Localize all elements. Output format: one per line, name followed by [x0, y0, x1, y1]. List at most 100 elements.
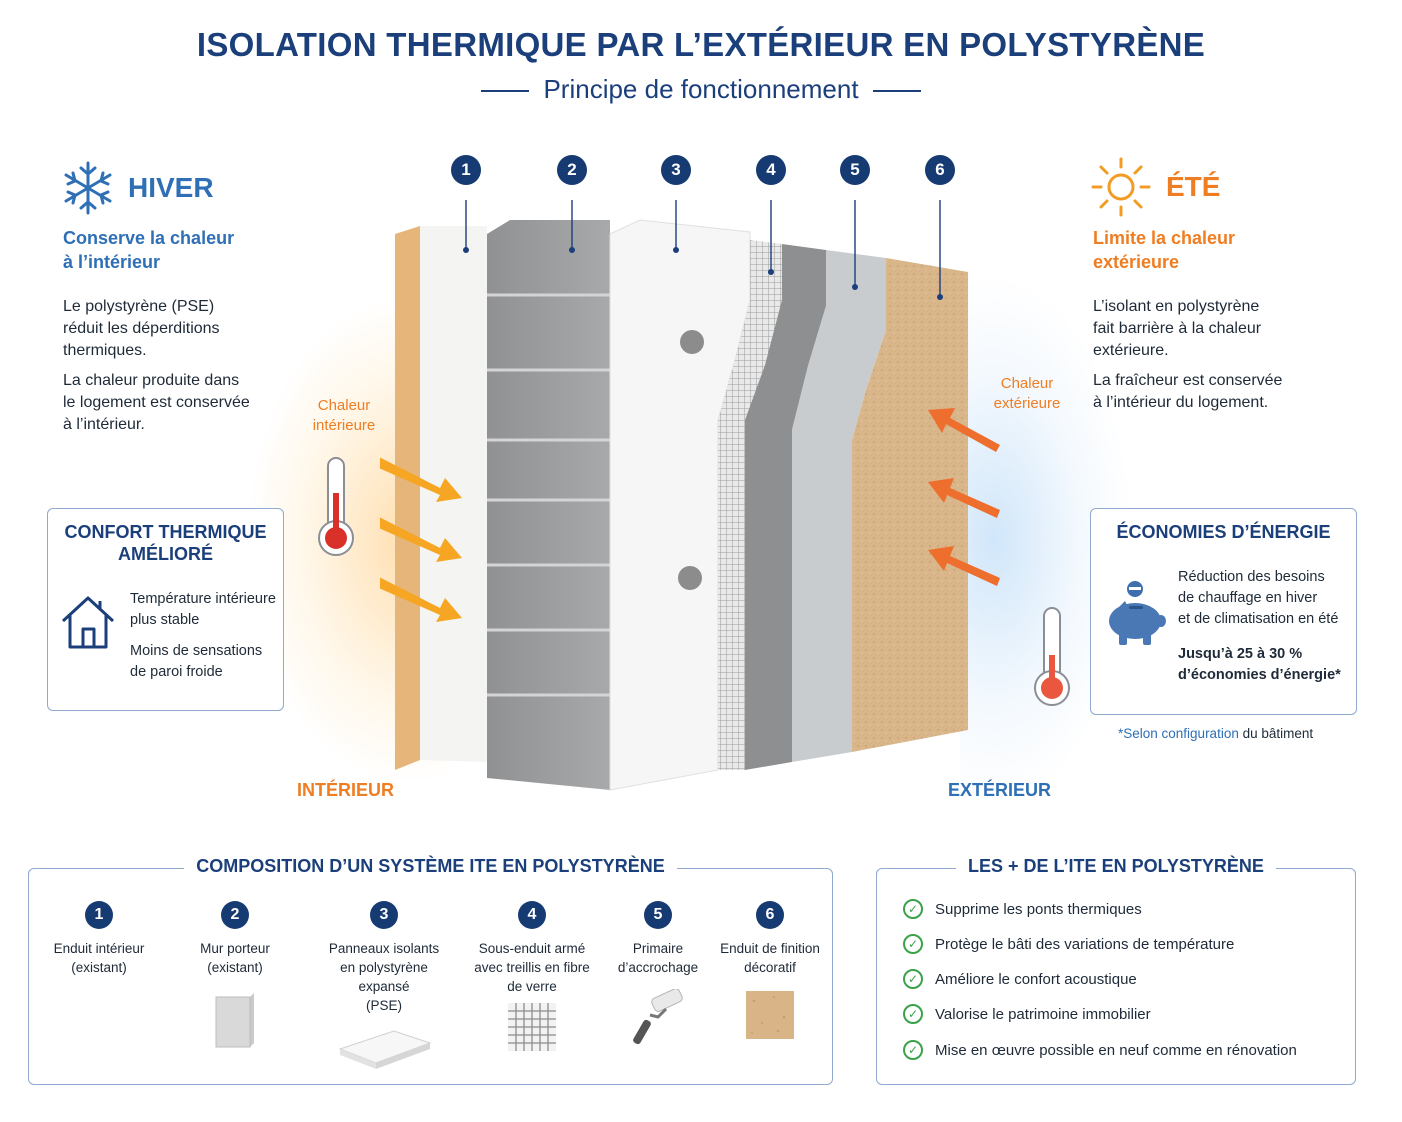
layer-1-plaster-edge — [395, 226, 420, 770]
summer-text-1a: L’isolant en polystyrène — [1093, 298, 1260, 315]
comp-number-3: 3 — [370, 901, 398, 929]
winter-text-2b: le logement est conservée — [63, 394, 250, 411]
subtitle-text: Principe de fonctionnement — [543, 74, 859, 104]
layer-2-masonry — [487, 220, 610, 790]
comp-number-4: 4 — [518, 901, 546, 929]
energy-highlight-2: d’économies d’énergie* — [1178, 667, 1341, 683]
eps-board-icon — [338, 1030, 432, 1069]
check-icon: ✓ — [903, 899, 923, 919]
comfort-item-1b: plus stable — [130, 612, 200, 628]
summer-text-2a: La fraîcheur est conservée — [1093, 372, 1283, 389]
comp-label-4c: de verre — [507, 979, 557, 994]
comp-label-6a: Enduit de finition — [720, 941, 820, 956]
subtitle-rule-right — [872, 90, 921, 93]
comfort-title-2: AMÉLIORÉ — [117, 544, 213, 564]
winter-text-1b: réduit les déperditions — [63, 320, 220, 337]
summer-text: L’isolant en polystyrène fait barrière à … — [1093, 296, 1323, 422]
comp-item-4: 4 Sous-enduit armé avec treillis en fibre… — [462, 901, 602, 1059]
comp-label-1a: Enduit intérieur — [53, 941, 145, 956]
paint-roller-icon — [633, 988, 683, 1045]
summer-text-1b: fait barrière à la chaleur — [1093, 320, 1262, 337]
wall-number-4: 4 — [756, 155, 786, 185]
wall-number-5: 5 — [840, 155, 870, 185]
winter-subtitle-line-2: à l’intérieur — [63, 252, 161, 272]
comp-item-3: 3 Panneaux isolants en polystyrène expans… — [314, 901, 454, 1076]
check-icon: ✓ — [903, 969, 923, 989]
interior-label: INTÉRIEUR — [297, 780, 395, 800]
piggy-bank-icon — [1109, 581, 1166, 645]
winter-title: HIVER — [128, 172, 214, 203]
wall-number-2: 2 — [557, 155, 587, 185]
advantage-row-3: ✓ Améliore le confort acoustique — [903, 969, 1137, 989]
layer-5-primer — [792, 250, 886, 762]
finish-sample-icon — [746, 991, 794, 1039]
house-icon — [61, 596, 115, 649]
advantage-text-1: Supprime les ponts thermiques — [935, 900, 1142, 918]
comp-label-6b: décoratif — [744, 960, 796, 975]
comfort-item-2: Moins de sensations de paroi froide — [130, 641, 280, 683]
advantage-row-2: ✓ Protège le bâti des variations de tempé… — [903, 934, 1234, 954]
advantage-row-4: ✓ Valorise le patrimoine immobilier — [903, 1004, 1151, 1024]
snowflake-icon — [64, 161, 112, 215]
advantages-title: LES + DE L’ITE EN POLYSTYRÈNE — [956, 856, 1276, 876]
composition-title-wrap: COMPOSITION D’UN SYSTÈME ITE EN POLYSTYR… — [29, 856, 832, 877]
comp-label-5a: Primaire — [632, 941, 684, 956]
comp-label-2a: Mur porteur — [200, 941, 270, 956]
footnote-part-1: *Selon configuration — [1118, 726, 1239, 741]
comp-item-1: 1 Enduit intérieur(existant) — [29, 901, 169, 977]
composition-panel: COMPOSITION D’UN SYSTÈME ITE EN POLYSTYR… — [28, 856, 833, 1085]
comp-item-5: 5 Primaire d’accrochage — [588, 901, 728, 1054]
advantages-title-wrap: LES + DE L’ITE EN POLYSTYRÈNE — [877, 856, 1355, 877]
energy-text-3: et de climatisation en été — [1178, 611, 1339, 627]
advantage-text-2: Protège le bâti des variations de tempér… — [935, 935, 1235, 953]
comfort-title-1: CONFORT THERMIQUE — [64, 522, 267, 542]
comp-label-3a: Panneaux isolants — [328, 941, 440, 956]
composition-title: COMPOSITION D’UN SYSTÈME ITE EN POLYSTYR… — [184, 856, 677, 876]
comp-label-3b: en polystyrène expansé — [340, 960, 428, 994]
winter-text-1a: Le polystyrène (PSE) — [63, 298, 215, 315]
comp-label-5b: d’accrochage — [617, 960, 699, 975]
comfort-item-1a: Température intérieure — [130, 591, 276, 607]
energy-footnote: *Selon configuration du bâtiment — [1118, 726, 1313, 741]
energy-text-2: de chauffage en hiver — [1178, 590, 1318, 606]
winter-text-2a: La chaleur produite dans — [63, 372, 240, 389]
comp-label-4b: avec treillis en fibre — [474, 960, 590, 975]
advantage-text-3: Améliore le confort acoustique — [935, 970, 1137, 988]
comp-number-5: 5 — [644, 901, 672, 929]
layer-4-mesh — [718, 240, 782, 770]
wall-number-6: 6 — [925, 155, 955, 185]
page-title: ISOLATION THERMIQUE PAR L’EXTÉRIEUR EN P… — [196, 26, 1206, 63]
inside-heat-callout: Chaleur intérieure — [300, 396, 388, 436]
check-icon: ✓ — [903, 1004, 923, 1024]
subtitle-rule-left — [481, 90, 530, 93]
winter-subtitle: Conserve la chaleur à l’intérieur — [63, 226, 234, 274]
warm-arrows — [380, 457, 462, 622]
summer-subtitle: Limite la chaleur extérieure — [1093, 226, 1235, 274]
thermometer-warm-icon — [318, 457, 354, 556]
comp-label-4a: Sous-enduit armé — [478, 941, 586, 956]
thermometer-cold-icon — [1034, 607, 1070, 706]
advantage-text-4: Valorise le patrimoine immobilier — [935, 1005, 1151, 1023]
inside-heat-1: Chaleur — [317, 397, 371, 414]
block-sample-icon — [215, 993, 254, 1048]
layer-4-basecoat — [745, 244, 826, 770]
summer-title: ÉTÉ — [1166, 171, 1221, 202]
comp-label-3c: (PSE) — [365, 998, 402, 1013]
advantage-row-1: ✓ Supprime les ponts thermiques — [903, 899, 1142, 919]
comp-number-2: 2 — [221, 901, 249, 929]
comfort-box: CONFORT THERMIQUE AMÉLIORÉ Température i… — [47, 508, 284, 711]
summer-text-1c: extérieure. — [1093, 342, 1169, 359]
check-icon: ✓ — [903, 934, 923, 954]
winter-text-2c: à l’intérieur. — [63, 416, 145, 433]
layer-6-finish — [852, 258, 968, 752]
summer-header: ÉTÉ — [1090, 156, 1220, 218]
check-icon: ✓ — [903, 1040, 923, 1060]
energy-highlight: Jusqu’à 25 à 30 % d’économies d’énergie* — [1178, 644, 1354, 686]
comp-item-2: 2 Mur porteur(existant) — [165, 901, 305, 1056]
comfort-item-2a: Moins de sensations — [130, 643, 263, 659]
energy-text-1: Réduction des besoins — [1178, 569, 1325, 585]
outside-heat-1: Chaleur — [1000, 375, 1054, 392]
wall-number-3: 3 — [661, 155, 691, 185]
summer-subtitle-line-2: extérieure — [1093, 252, 1180, 272]
